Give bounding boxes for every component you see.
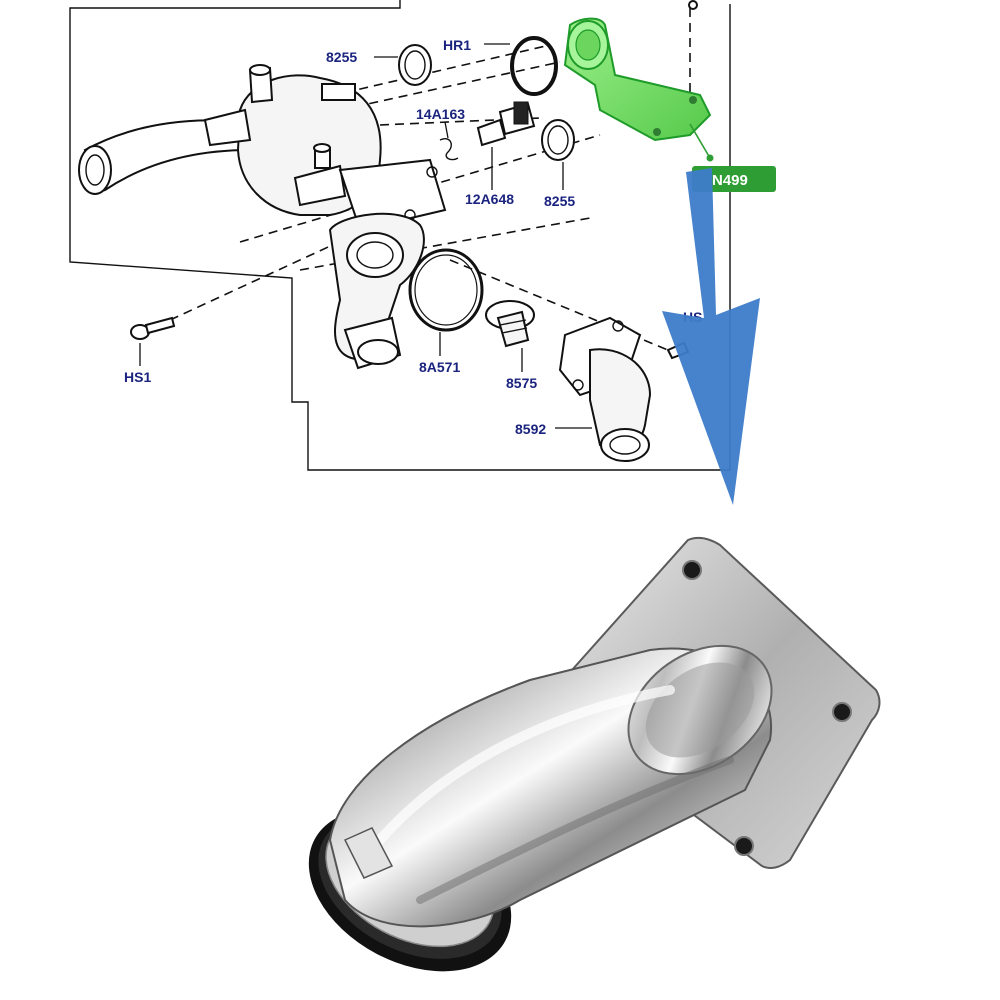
- sensor-12a648: [476, 101, 536, 147]
- clip-14a163: [439, 138, 459, 161]
- chrome-coolant-outlet-photo: [308, 536, 881, 972]
- thermostat-housing: [203, 64, 447, 370]
- gasket-8a571: [408, 248, 484, 332]
- highlighted-part-badge: N499: [692, 166, 776, 192]
- o-ring-8255-right: [541, 119, 575, 161]
- label-8575: 8575: [506, 375, 537, 391]
- thermostat-8575: [485, 300, 535, 348]
- label-hs1: HS1: [124, 369, 151, 385]
- outlet-elbow-8592: [558, 316, 652, 462]
- label-8a571: 8A571: [419, 359, 460, 375]
- label-8255-right: 8255: [544, 193, 575, 209]
- highlighted-part-n499: [563, 17, 712, 142]
- label-14a163: 14A163: [416, 106, 465, 122]
- label-12a648: 12A648: [465, 191, 514, 207]
- bolt-top-right: [688, 0, 698, 10]
- down-arrow: [662, 168, 760, 505]
- label-8255-top: 8255: [326, 49, 357, 65]
- leader-lines: [139, 43, 714, 429]
- o-ring-8255-top: [398, 44, 432, 86]
- part-labels: 8255 HR1 14A163 12A648 8255 HS1 8A571 85…: [124, 37, 702, 437]
- o-ring-hr1: [510, 36, 558, 96]
- label-hr1: HR1: [443, 37, 471, 53]
- diagram-frame: [69, 0, 731, 471]
- label-8592: 8592: [515, 421, 546, 437]
- bolt-hs1: [130, 316, 176, 340]
- badge-label-n499: N499: [712, 172, 748, 189]
